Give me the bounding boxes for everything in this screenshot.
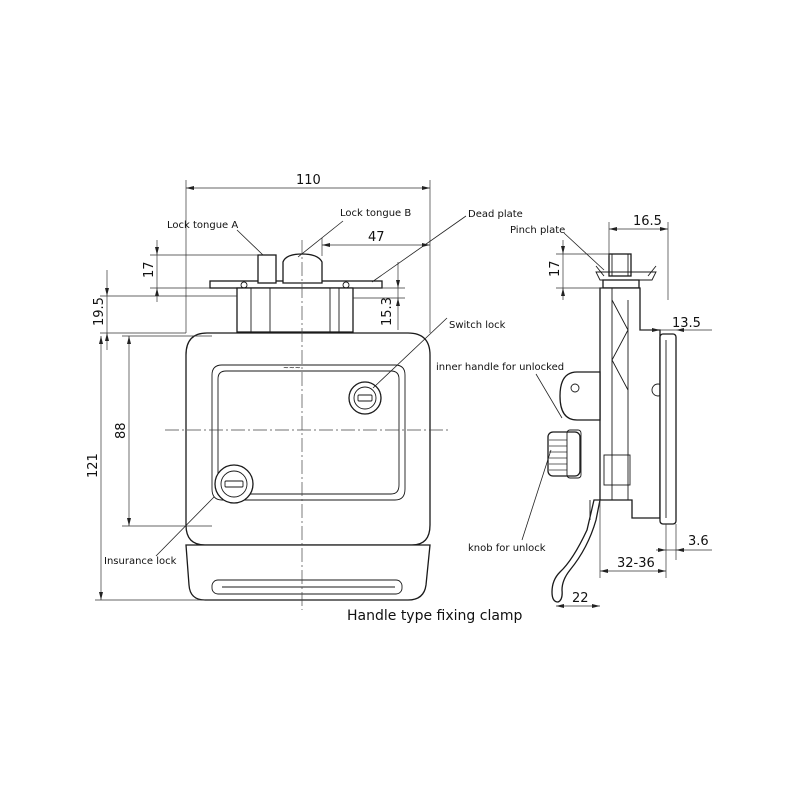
body-engraving: ~~~ [283, 364, 301, 372]
front-labels: Lock tongue A Lock tongue B Dead plate S… [104, 208, 523, 624]
mechanism-housing [236, 281, 354, 333]
dim-17-front: 17 [142, 261, 157, 278]
side-inner-handle [559, 371, 601, 421]
dim-17-side: 17 [548, 260, 563, 277]
switch-lock-cylinder [348, 381, 382, 415]
side-labels: Pinch plate inner handle for unlocked kn… [436, 225, 605, 554]
lower-handle [185, 544, 431, 601]
label-insurance-lock: Insurance lock [104, 556, 177, 567]
insurance-lock-cylinder [214, 464, 254, 504]
label-dead-plate: Dead plate [468, 209, 523, 220]
dim-3-6: 3.6 [688, 534, 709, 549]
dim-47: 47 [368, 230, 385, 245]
lock-tongue-a [257, 254, 277, 284]
dim-19-5: 19.5 [92, 297, 107, 326]
dim-110: 110 [296, 173, 321, 188]
dim-32-36: 32-36 [617, 556, 655, 571]
dim-16-5: 16.5 [633, 214, 662, 229]
dim-13-5: 13.5 [672, 316, 701, 331]
lower-handle-grip [211, 579, 403, 595]
front-dimensions: 110 47 17 19.5 15.3 88 [86, 173, 431, 601]
side-knob [547, 429, 582, 479]
handle-recess [211, 364, 406, 501]
label-lock-tongue-b: Lock tongue B [340, 208, 411, 219]
front-view: ~~~ [165, 240, 448, 610]
label-inner-handle: inner handle for unlocked [436, 362, 564, 373]
caption-handle-type: Handle type fixing clamp [347, 608, 523, 624]
side-flange [659, 333, 677, 525]
side-clamp-arm [551, 499, 601, 603]
dim-88: 88 [114, 422, 129, 439]
side-view [547, 253, 677, 603]
label-lock-tongue-a: Lock tongue A [167, 220, 238, 231]
side-pinch-plate [595, 253, 657, 289]
dim-121: 121 [86, 453, 101, 478]
label-switch-lock: Switch lock [449, 320, 506, 331]
label-pinch-plate: Pinch plate [510, 225, 565, 236]
lock-tongue-b [282, 253, 323, 284]
label-knob-unlock: knob for unlock [468, 543, 546, 554]
dim-15-3: 15.3 [380, 297, 395, 326]
side-dimensions: 16.5 17 13.5 3.6 32-36 22 [548, 214, 712, 608]
dim-22: 22 [572, 591, 589, 606]
